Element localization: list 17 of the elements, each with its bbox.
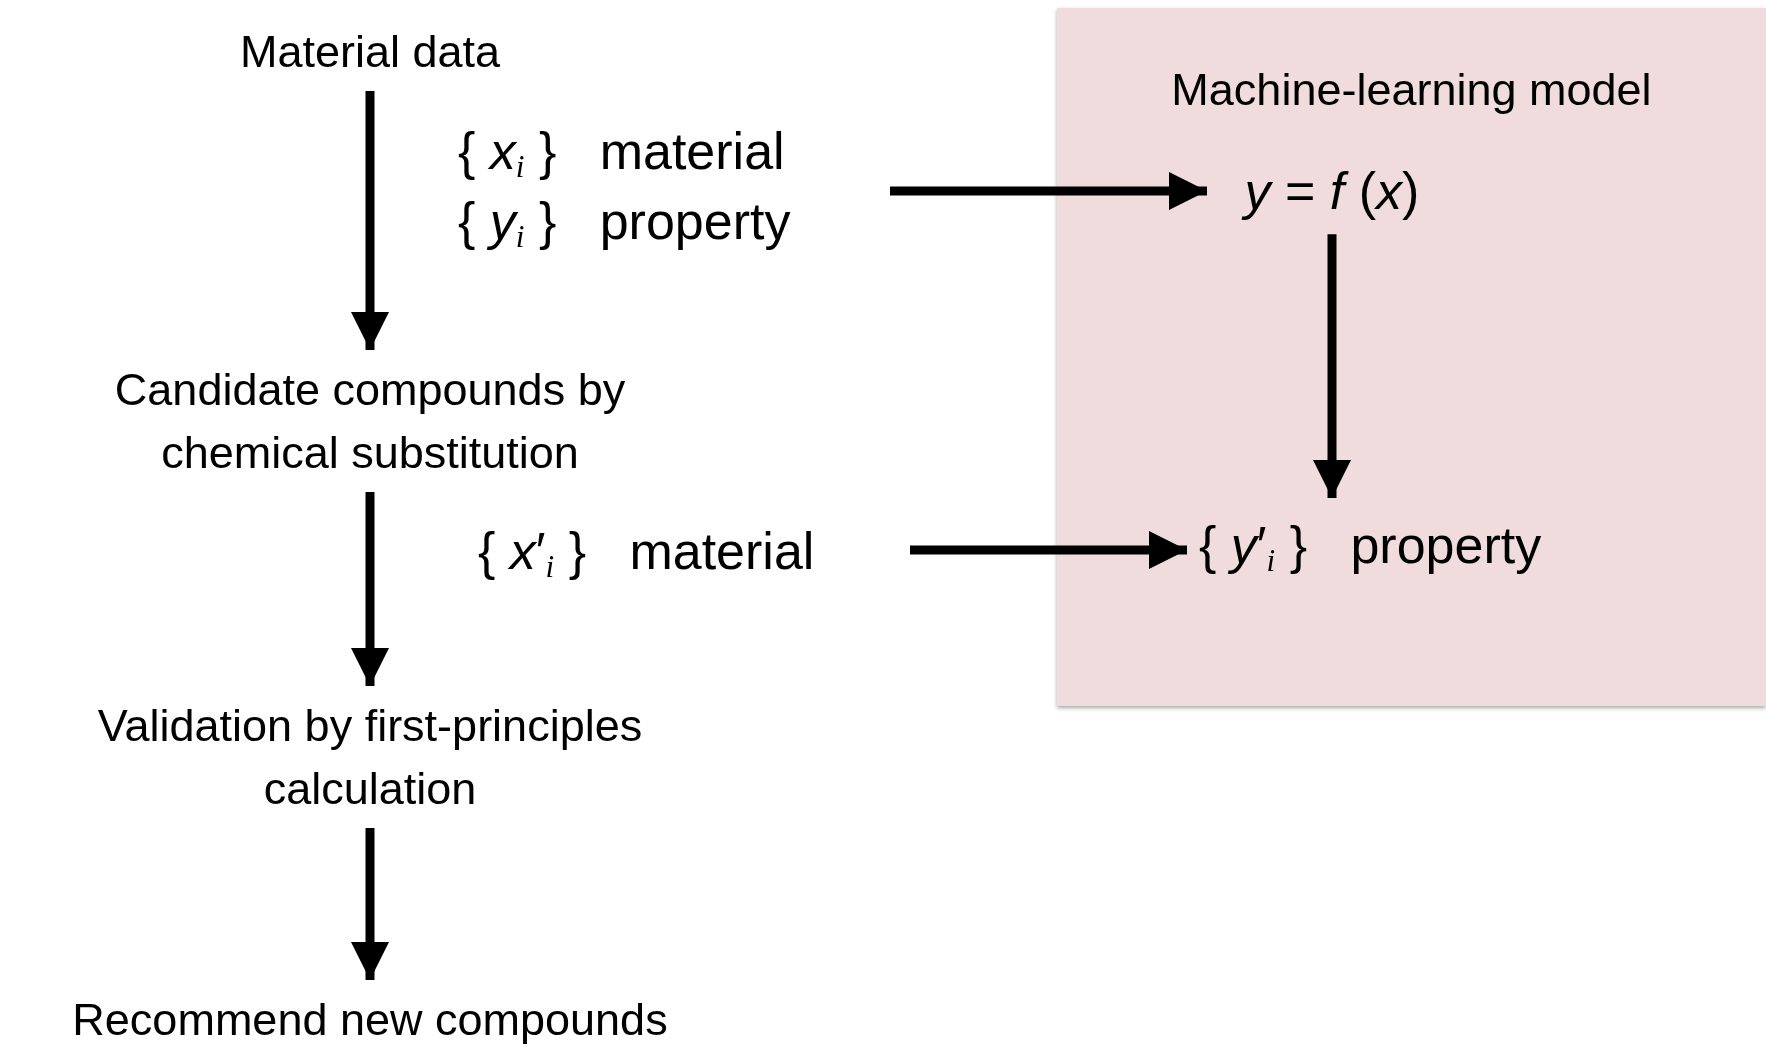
math-text: y = f (x) bbox=[1207, 156, 1457, 227]
arrow bbox=[1313, 234, 1351, 498]
node-text: Machine-learning model bbox=[1170, 63, 1653, 117]
arrow bbox=[351, 828, 389, 980]
node-text: Candidate compounds by chemical substitution bbox=[113, 363, 627, 480]
model-panel bbox=[1057, 8, 1766, 706]
arrow bbox=[910, 531, 1187, 570]
arrow bbox=[351, 91, 389, 350]
node-text: Material data bbox=[238, 25, 502, 79]
node-text: Recommend new compounds bbox=[71, 993, 669, 1047]
node-text: Validation by first-principles calculation bbox=[96, 699, 644, 816]
arrow bbox=[890, 172, 1207, 211]
math-text: { x′$_{i}$ } material bbox=[478, 521, 816, 586]
math-text: { x$_{i}$ } material bbox=[458, 121, 786, 186]
math-text: { y$_{i}$ } property bbox=[458, 191, 792, 256]
arrow bbox=[351, 492, 389, 686]
math-text: { y′$_{i}$ } property bbox=[1199, 515, 1543, 580]
